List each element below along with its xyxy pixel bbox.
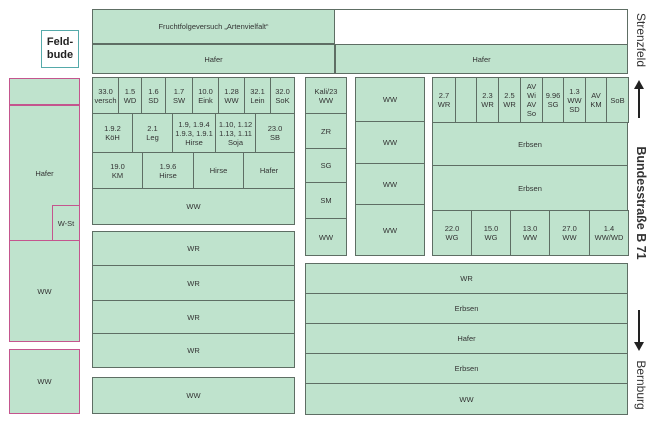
plot-cell: SG: [305, 148, 347, 183]
plot-w-st: W-St: [52, 205, 80, 241]
plot-row: WW: [305, 383, 628, 415]
plot-fruchtfolgeversuch: Fruchtfolgeversuch „Artenvielfalt“: [92, 9, 335, 44]
label-bernburg: Bernburg: [634, 360, 648, 410]
plot-cell: 19.0 KM: [92, 152, 143, 189]
plot-ww: WW: [92, 188, 295, 225]
plot-cell: Hafer: [243, 152, 295, 189]
plot-cell: 2.7 WR: [432, 77, 456, 123]
plot-ww: WW: [9, 349, 80, 414]
plot-row: Erbsen: [305, 353, 628, 384]
plot-empty: [9, 78, 80, 105]
label-strenzfeld: Strenzfeld: [634, 12, 648, 68]
plot-ww: WW: [355, 204, 425, 256]
plot-hafer: Hafer: [92, 44, 335, 74]
plot-cell: 15.0 WG: [471, 210, 511, 256]
plot-row: WR: [305, 263, 628, 294]
plot-cell: 2.3 WR: [476, 77, 499, 123]
plot-cell: 1.7 SW: [165, 77, 193, 114]
plot-cell: 1.4 WW/WD: [589, 210, 629, 256]
plot-cell: 1.9.2 KöH: [92, 113, 133, 153]
plot-cell: 33.0 versch: [92, 77, 119, 114]
plot-cell: 9.96 SG: [542, 77, 564, 123]
plot-cell: WW: [305, 218, 347, 256]
plot-ww: WW: [355, 121, 425, 164]
plot-cell: 1.6 SD: [141, 77, 166, 114]
plot-cell: 23.0 SB: [255, 113, 295, 153]
plot-cell: 2.5 WR: [498, 77, 521, 123]
plot-cell: 2.1 Leg: [132, 113, 173, 153]
plot-cell: SoB: [606, 77, 629, 123]
arrow-up-head: [634, 80, 644, 89]
plot-cell: 1.5 WD: [118, 77, 142, 114]
plot-cell: SM: [305, 182, 347, 219]
plot-erbsen: Erbsen: [432, 122, 628, 166]
plot-cell: 1.10, 1.12 1.13, 1.11 Soja: [215, 113, 256, 153]
plot-erbsen: Erbsen: [432, 165, 628, 211]
plot-wr: WR: [92, 265, 295, 301]
plot-cell: Kali/23 WW: [305, 77, 347, 114]
plot-cell: 32.0 SoK: [270, 77, 295, 114]
plot-wr: WR: [92, 333, 295, 368]
plot-row: Erbsen: [305, 293, 628, 324]
plot-cell: 13.0 WW: [510, 210, 550, 256]
plot-cell: [455, 77, 477, 123]
plot-cell: 1.28 WW: [218, 77, 245, 114]
plot-hafer: Hafer: [335, 44, 628, 74]
plot-cell: 1.9.6 Hirse: [142, 152, 194, 189]
label-road: Bundesstraße B 71: [634, 146, 648, 260]
plot-ww: WW: [92, 377, 295, 414]
plot-cell: AV KM: [585, 77, 607, 123]
arrow-up-icon: [638, 86, 640, 118]
arrow-down-icon: [638, 310, 640, 344]
plot-ww: WW: [355, 77, 425, 122]
plot-cell: Hirse: [193, 152, 244, 189]
plot-cell: ZR: [305, 113, 347, 149]
plot-ww: WW: [355, 163, 425, 205]
plot-cell: 10.0 Eink: [192, 77, 219, 114]
plot-ww: WW: [9, 240, 80, 342]
plot-wr: WR: [92, 300, 295, 334]
plot-cell: 1.9, 1.9.4 1.9.3, 1.9.1 Hirse: [172, 113, 216, 153]
plot-cell: 22.0 WG: [432, 210, 472, 256]
field-hut: Feld- bude: [41, 30, 79, 68]
plot-cell: AV Wi AV So: [520, 77, 543, 123]
plot-cell: 27.0 WW: [549, 210, 590, 256]
plot-wr: WR: [92, 231, 295, 266]
arrow-down-head: [634, 342, 644, 351]
plot-cell: 32.1 Lein: [244, 77, 271, 114]
plot-cell: 1.3 WW SD: [563, 77, 586, 123]
plot-row: Hafer: [305, 323, 628, 354]
